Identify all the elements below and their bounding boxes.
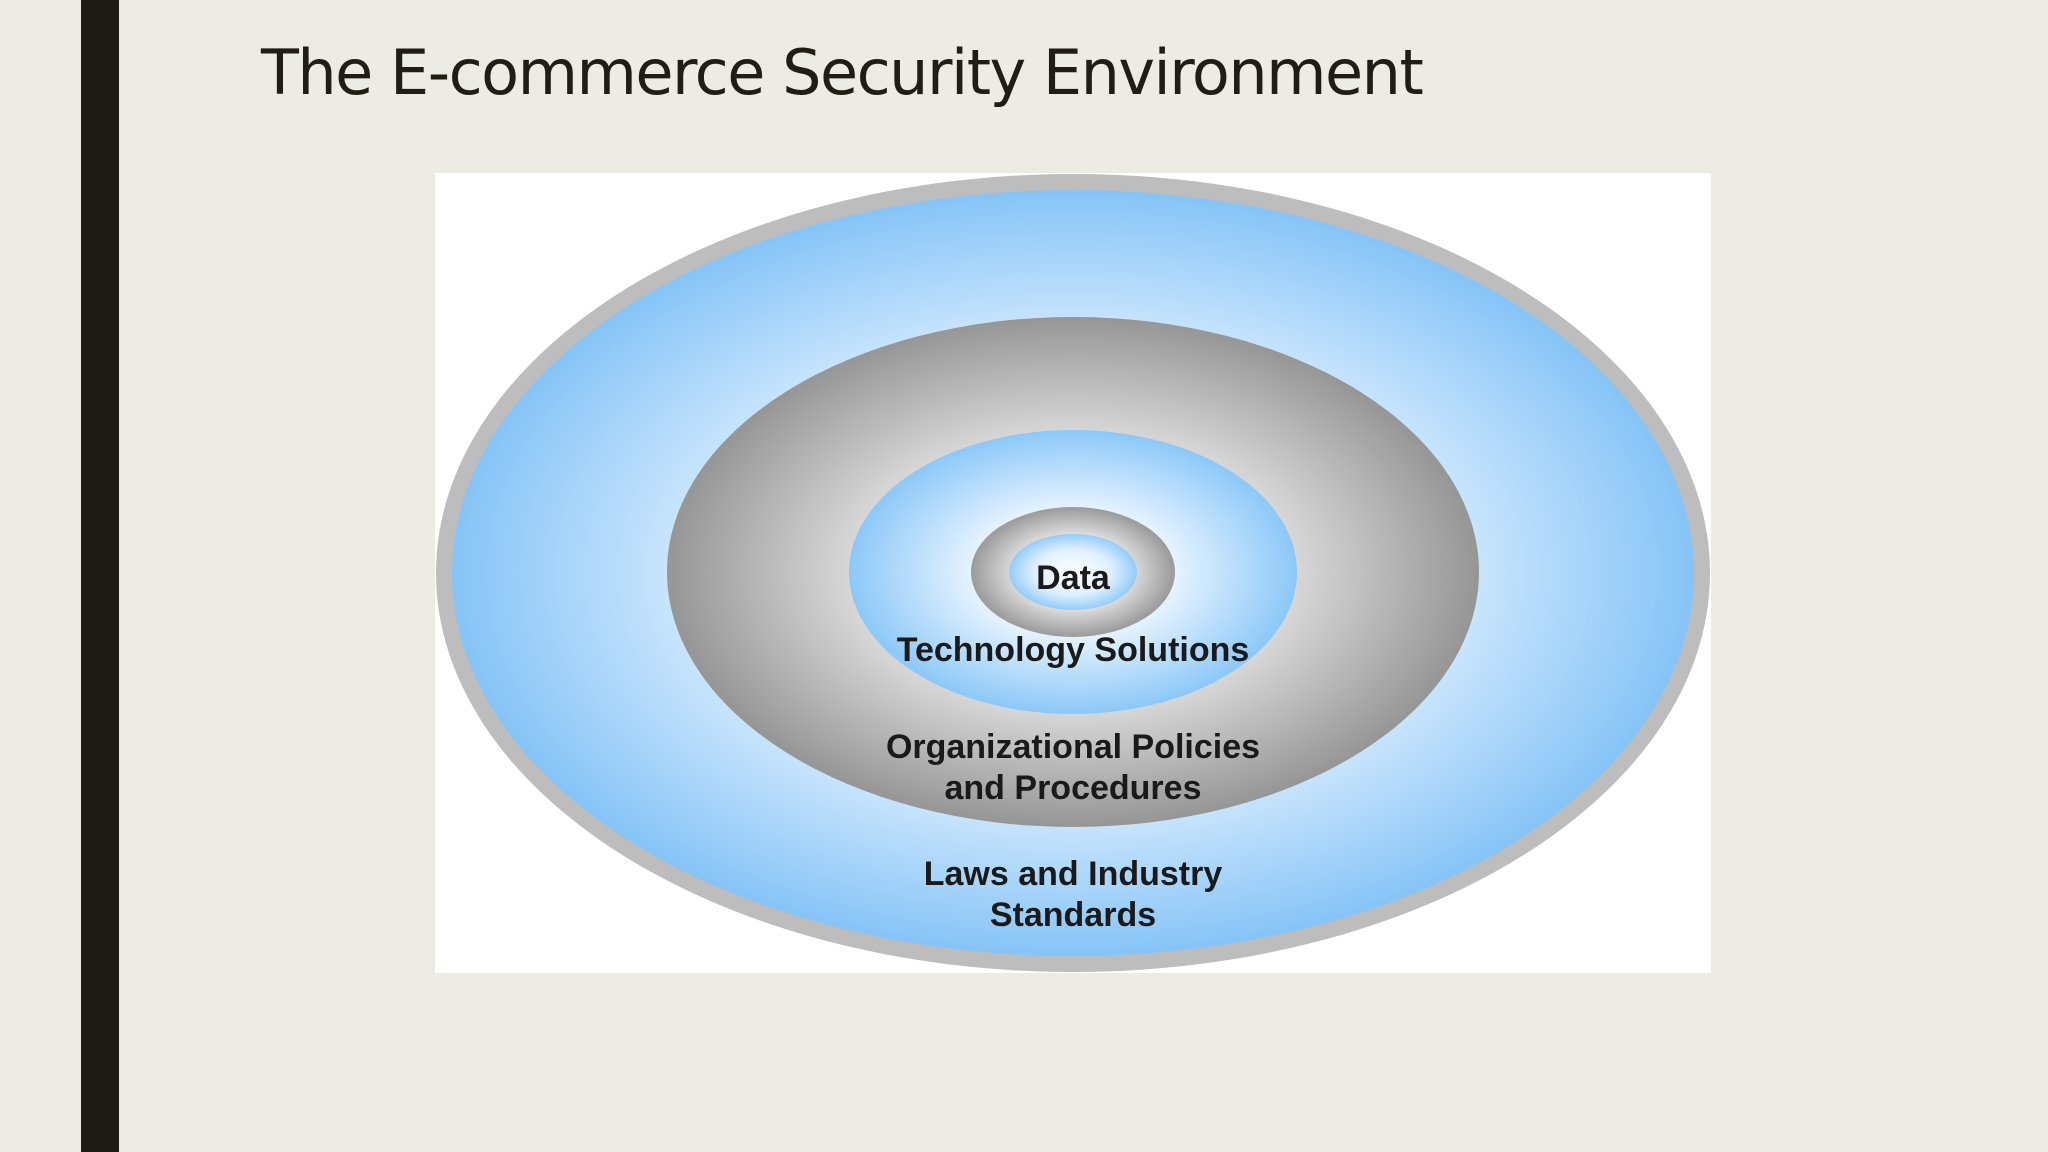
- data-core-center: [1009, 534, 1137, 610]
- laws-standards-label-line1: Laws and Industry: [924, 855, 1223, 893]
- organizational-policies-label-line2: and Procedures: [945, 769, 1202, 807]
- security-environment-diagram: Data Technology Solutions Organizational…: [435, 173, 1711, 973]
- left-accent-bar: [81, 0, 119, 1152]
- data-label: Data: [1036, 559, 1111, 597]
- slide-title: The E-commerce Security Environment: [261, 36, 1424, 109]
- nested-ellipses-svg: Data Technology Solutions Organizational…: [436, 174, 1710, 972]
- laws-standards-label-line2: Standards: [990, 896, 1156, 934]
- technology-solutions-label: Technology Solutions: [897, 631, 1250, 669]
- organizational-policies-label-line1: Organizational Policies: [886, 728, 1260, 766]
